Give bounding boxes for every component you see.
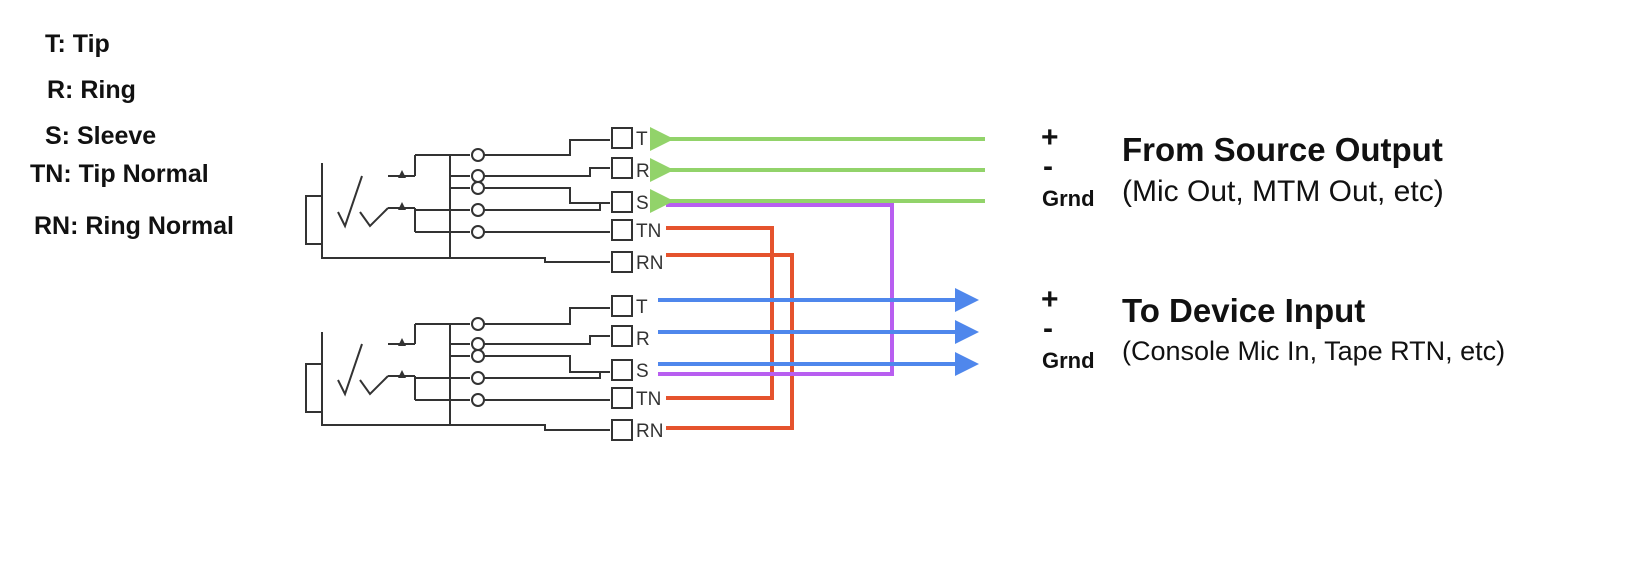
lower-pin-rn: RN bbox=[636, 421, 663, 442]
lower-pin-r: R bbox=[636, 329, 650, 350]
upper-jack-schematic bbox=[305, 127, 633, 273]
source-title: From Source Output bbox=[1122, 131, 1443, 168]
lower-pin-s: S bbox=[636, 361, 649, 382]
device-title: To Device Input bbox=[1122, 292, 1366, 329]
source-plus-label: + bbox=[1041, 121, 1059, 154]
source-subtitle: (Mic Out, MTM Out, etc) bbox=[1122, 175, 1444, 208]
lower-jack-schematic bbox=[305, 295, 633, 441]
device-plus-label: + bbox=[1041, 283, 1059, 316]
device-subtitle: (Console Mic In, Tape RTN, etc) bbox=[1122, 336, 1506, 366]
upper-pin-s: S bbox=[636, 193, 649, 214]
legend-tip: T: Tip bbox=[45, 30, 110, 58]
legend-tip-normal: TN: Tip Normal bbox=[30, 160, 209, 188]
source-wires bbox=[650, 127, 985, 213]
device-wires bbox=[658, 288, 979, 376]
device-minus-label: - bbox=[1043, 312, 1053, 345]
normal-wires bbox=[666, 226, 794, 430]
legend-sleeve: S: Sleeve bbox=[45, 122, 157, 150]
ground-link-wire bbox=[658, 203, 894, 376]
tn-normal-wire bbox=[666, 226, 774, 400]
upper-pin-r: R bbox=[636, 161, 650, 182]
lower-pin-t: T bbox=[636, 297, 648, 318]
lower-pin-tn: TN bbox=[636, 389, 661, 410]
legend-ring: R: Ring bbox=[47, 76, 136, 104]
legend-ring-normal: RN: Ring Normal bbox=[34, 212, 234, 240]
source-minus-label: - bbox=[1043, 150, 1053, 183]
source-ground-label: Grnd bbox=[1042, 186, 1095, 211]
rn-normal-wire bbox=[666, 253, 794, 430]
upper-pin-rn: RN bbox=[636, 253, 663, 274]
upper-pin-t: T bbox=[636, 129, 648, 150]
lower-diode-top bbox=[398, 338, 406, 346]
device-ground-label: Grnd bbox=[1042, 348, 1095, 373]
upper-diode-bottom bbox=[398, 202, 406, 210]
lower-diode-bottom bbox=[398, 370, 406, 378]
upper-diode-top bbox=[398, 170, 406, 178]
upper-pin-tn: TN bbox=[636, 221, 661, 242]
